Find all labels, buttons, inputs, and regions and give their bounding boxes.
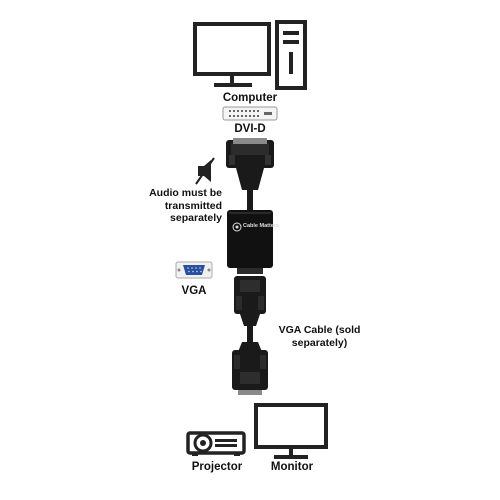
audio-note-label: Audio must be transmitted separately bbox=[149, 187, 222, 224]
adapter-box bbox=[227, 210, 273, 268]
dvi-cable bbox=[247, 188, 253, 212]
vga-port-icon bbox=[175, 261, 213, 279]
desktop-computer-icon bbox=[193, 20, 307, 90]
dvid-label: DVI-D bbox=[234, 123, 266, 135]
dvi-port-icon bbox=[222, 106, 278, 121]
vga-cable-label: VGA Cable (sold separately) bbox=[278, 324, 361, 349]
vga-connector-upper bbox=[234, 276, 266, 326]
adapter-brand-text: Cable Matters bbox=[243, 223, 280, 229]
adapter-vga-port bbox=[237, 268, 263, 274]
dvi-connector bbox=[226, 138, 274, 190]
vga-cable bbox=[247, 324, 253, 344]
projector-label: Projector bbox=[191, 461, 243, 473]
vga-label: VGA bbox=[181, 285, 207, 297]
speaker-muted-icon bbox=[195, 157, 215, 185]
computer-label: Computer bbox=[222, 92, 278, 104]
monitor-icon bbox=[254, 403, 328, 459]
computer-tower-details bbox=[283, 31, 299, 74]
monitor-label: Monitor bbox=[270, 461, 314, 473]
vga-connector-lower bbox=[232, 342, 268, 395]
projector-icon bbox=[186, 431, 246, 456]
